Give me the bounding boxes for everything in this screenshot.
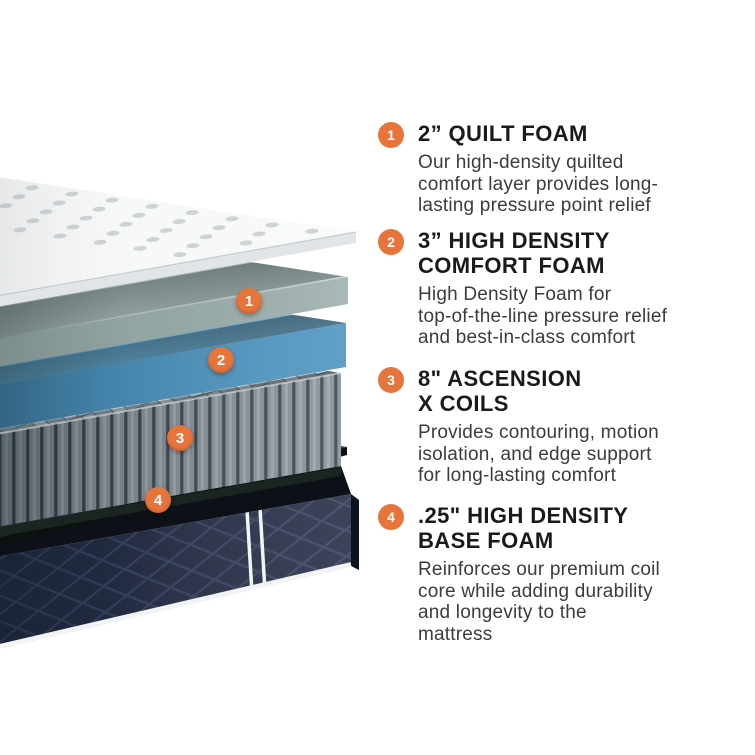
layer-marker-3-label: 3 (175, 429, 185, 447)
layer-marker-2: 2 (208, 347, 234, 373)
legend: 1 2” QUILT FOAM Our high-density quilted… (378, 0, 750, 755)
layer-marker-4-label: 4 (153, 491, 163, 509)
legend-item-3-description: Provides contouring, motion isolation, a… (418, 422, 659, 486)
legend-badge-1: 1 (378, 122, 404, 148)
mattress-base-layer (0, 466, 359, 662)
legend-badge-2: 2 (378, 229, 404, 255)
quilt-stitch-dimples (0, 185, 319, 258)
mattress-illustration (0, 177, 359, 662)
legend-badge-1-number: 1 (387, 127, 395, 143)
legend-item-3: 3 8" ASCENSION X COILS Provides contouri… (378, 366, 750, 487)
legend-item-2-title: 3” HIGH DENSITY COMFORT FOAM (418, 228, 610, 278)
layer-marker-3: 3 (167, 425, 193, 451)
legend-item-4: 4 .25" HIGH DENSITY BASE FOAM Reinforces… (378, 503, 750, 645)
layer-marker-4: 4 (145, 487, 171, 513)
legend-item-1-description: Our high-density quilted comfort layer p… (418, 152, 659, 216)
layer-marker-1: 1 (236, 288, 262, 314)
quilt-foam-layer (0, 177, 357, 307)
legend-item-2: 2 3” HIGH DENSITY COMFORT FOAM High Dens… (378, 228, 750, 349)
legend-badge-2-number: 2 (387, 234, 395, 250)
layer-marker-2-label: 2 (216, 351, 226, 369)
legend-item-4-description: Reinforces our premium coil core while a… (418, 559, 660, 645)
legend-badge-3: 3 (378, 367, 404, 393)
legend-item-2-description: High Density Foam for top-of-the-line pr… (418, 284, 668, 348)
legend-badge-4: 4 (378, 504, 404, 530)
legend-item-3-title: 8" ASCENSION X COILS (418, 366, 582, 416)
legend-item-1-title: 2” QUILT FOAM (418, 121, 588, 146)
legend-badge-4-number: 4 (387, 509, 395, 525)
legend-badge-3-number: 3 (387, 372, 395, 388)
layer-marker-1-label: 1 (244, 292, 254, 310)
legend-item-4-title: .25" HIGH DENSITY BASE FOAM (418, 503, 629, 553)
legend-item-1: 1 2” QUILT FOAM Our high-density quilted… (378, 121, 750, 217)
